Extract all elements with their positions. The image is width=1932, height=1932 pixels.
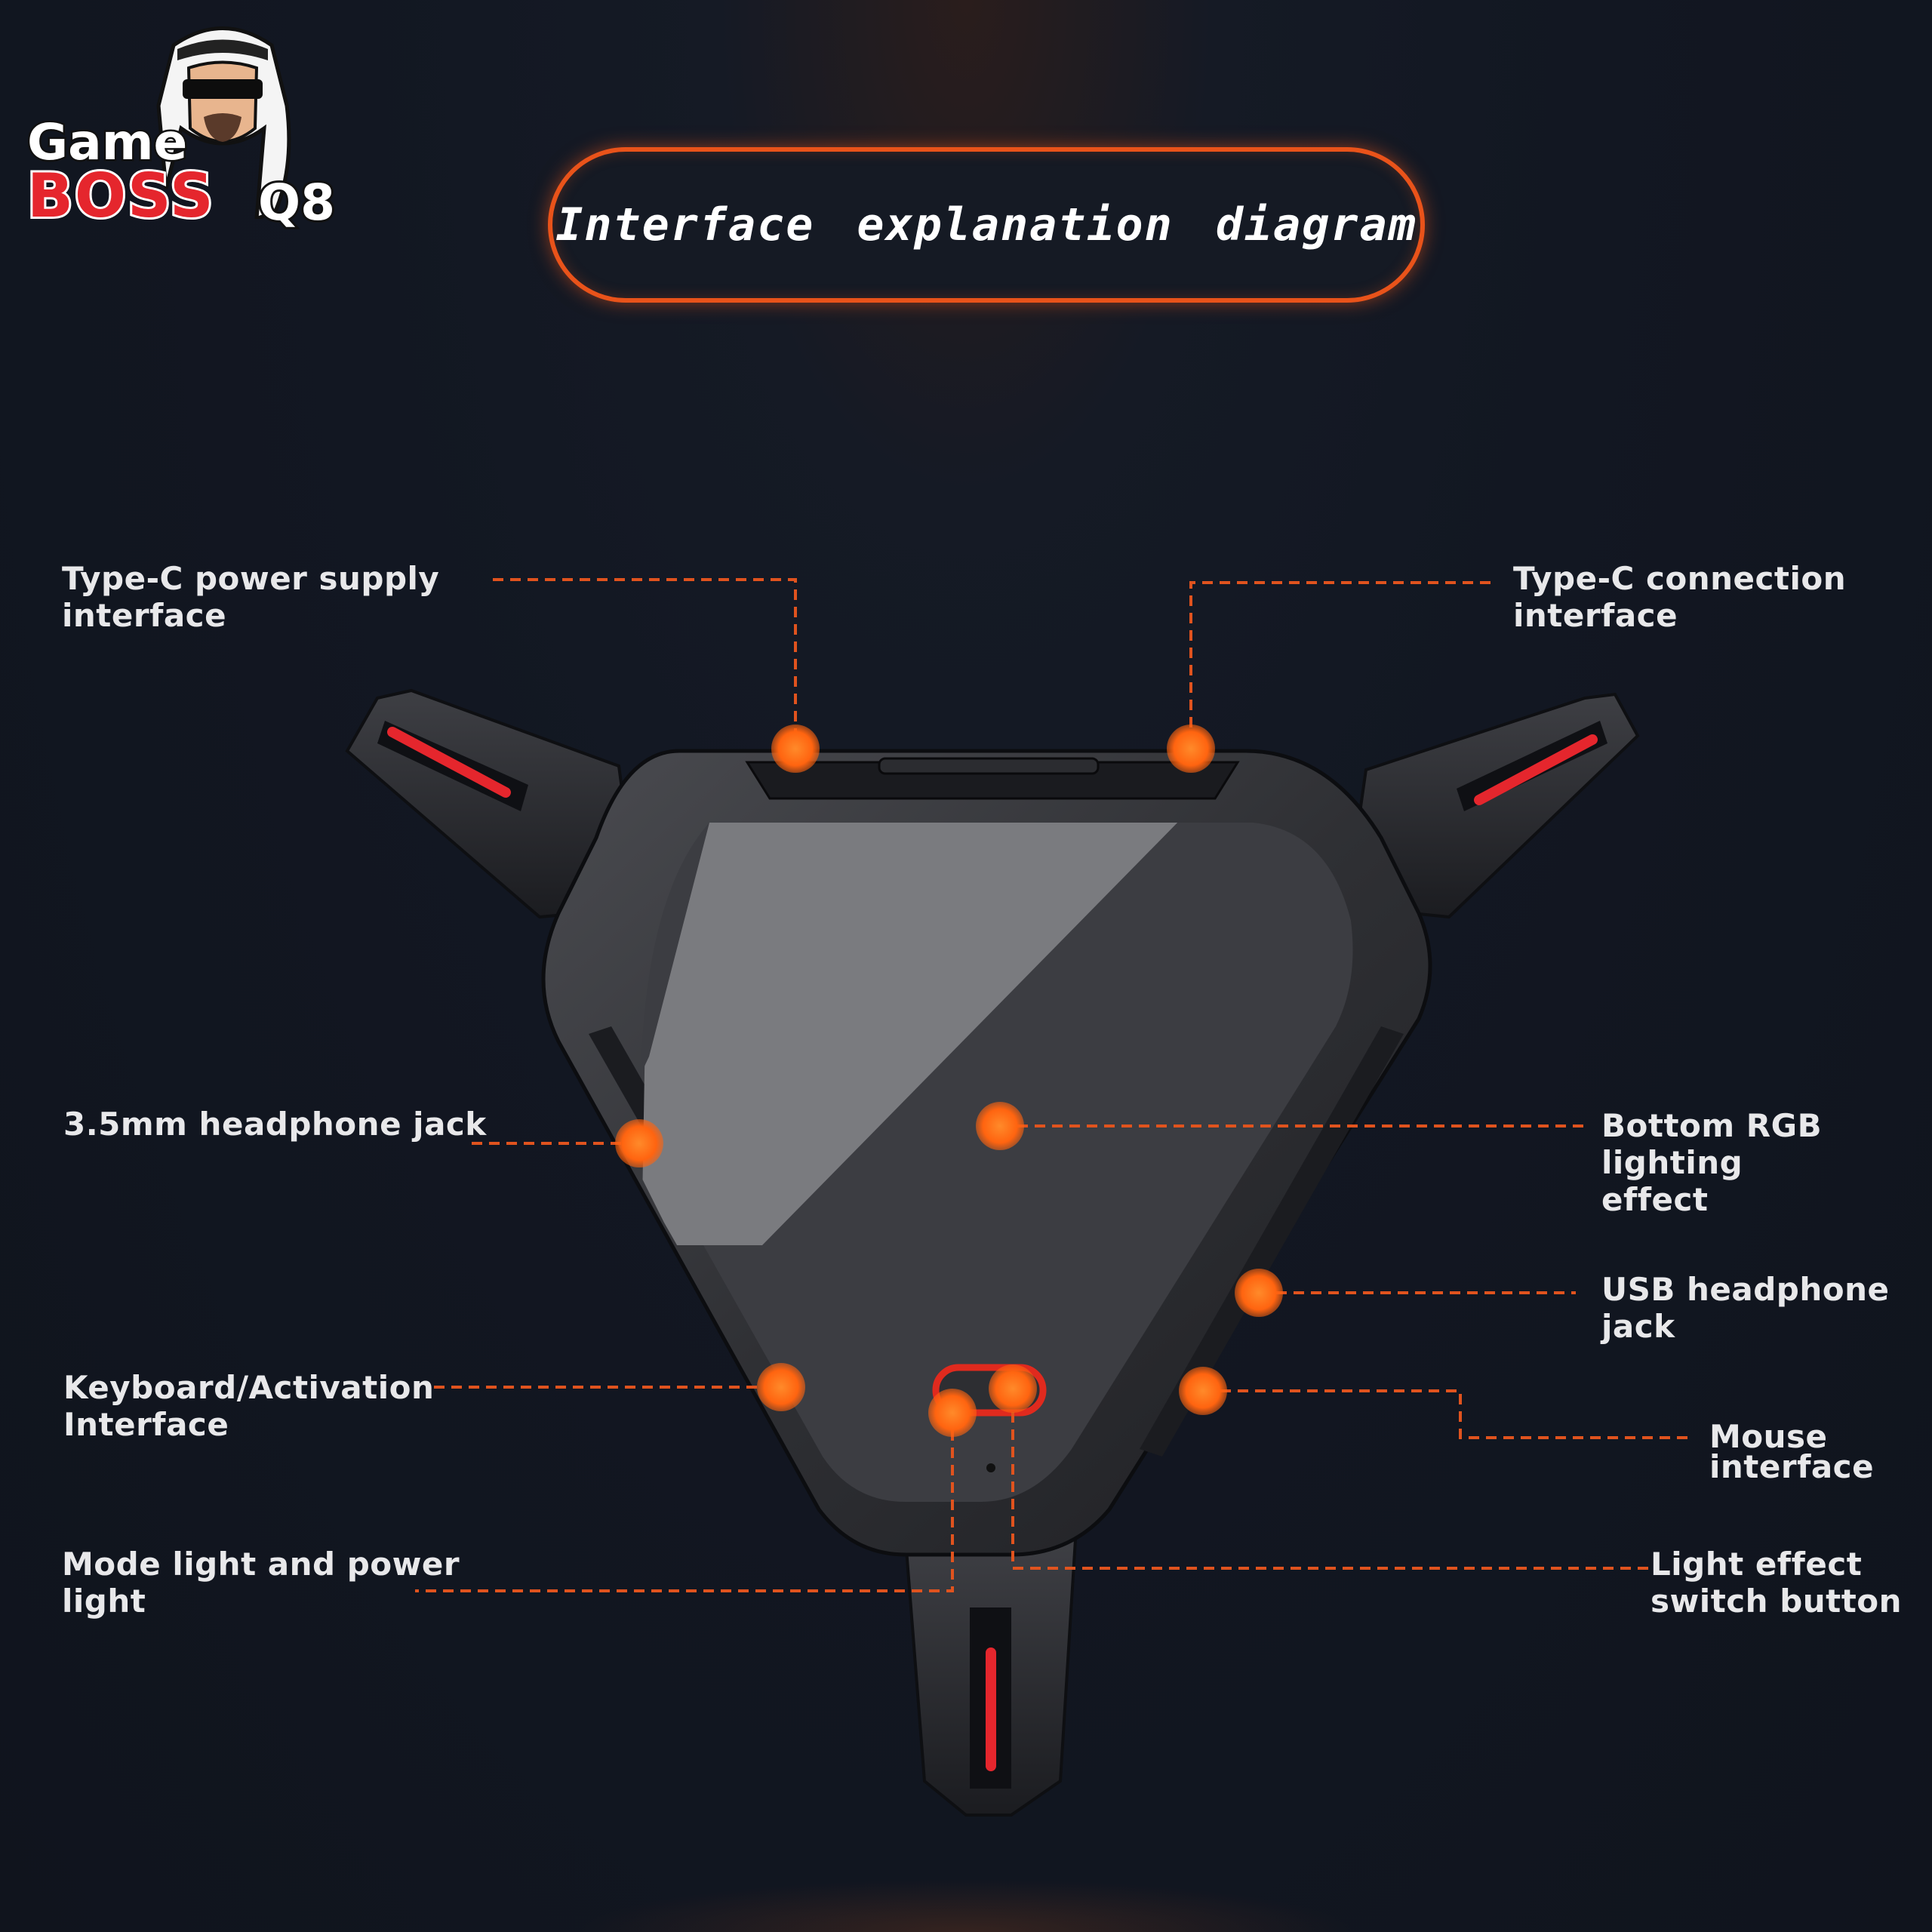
label-type-c-connection: Type-C connection interface (1513, 560, 1847, 634)
label-headphone-jack-35: 3.5mm headphone jack (63, 1106, 487, 1143)
logo-text-game: Game (25, 112, 189, 174)
callout-dot-type-c-power (771, 724, 820, 773)
callout-dot-usb-headphone (1235, 1269, 1283, 1317)
left-arm-red-strip (387, 727, 511, 798)
title-pill: Interface explanation diagram (548, 147, 1425, 303)
bottom-arm (903, 1538, 1078, 1817)
label-light-effect-switch: Light effect switch button (1651, 1546, 1903, 1620)
label-keyboard-activation: Keyboard/Activation Interface (63, 1369, 435, 1443)
callout-dot-bottom-rgb (976, 1102, 1024, 1150)
label-usb-headphone-jack: USB headphone jack (1601, 1271, 1890, 1345)
label-type-c-power-supply: Type-C power supply interface (62, 560, 440, 634)
callout-dot-mouse (1179, 1367, 1227, 1415)
logo-text-boss: BOSS (25, 161, 216, 231)
right-arm-red-strip (1474, 734, 1598, 805)
callout-dots (615, 724, 1283, 1437)
cartoon-man-avatar-icon (156, 26, 291, 219)
left-arm (345, 688, 629, 919)
right-arm (1356, 692, 1640, 919)
label-bottom-rgb-lighting: Bottom RGB lighting effect (1601, 1107, 1823, 1218)
callout-dot-headphone-35 (615, 1119, 663, 1168)
callout-dot-keyboard (757, 1363, 805, 1411)
callout-dot-mode-light (928, 1389, 977, 1437)
brand-logo: Game BOSS Q8 (23, 15, 355, 234)
device-body (541, 749, 1432, 1557)
logo-text-q8: Q8 (256, 171, 337, 234)
callout-dot-light-switch (989, 1364, 1037, 1413)
label-mouse-interface: Mouse interface (1709, 1418, 1875, 1485)
callout-dot-type-c-connection (1167, 724, 1215, 773)
leader-lines (415, 578, 1694, 1592)
label-mode-light-power-light: Mode light and power light (62, 1546, 460, 1620)
page-title: Interface explanation diagram (555, 198, 1417, 251)
